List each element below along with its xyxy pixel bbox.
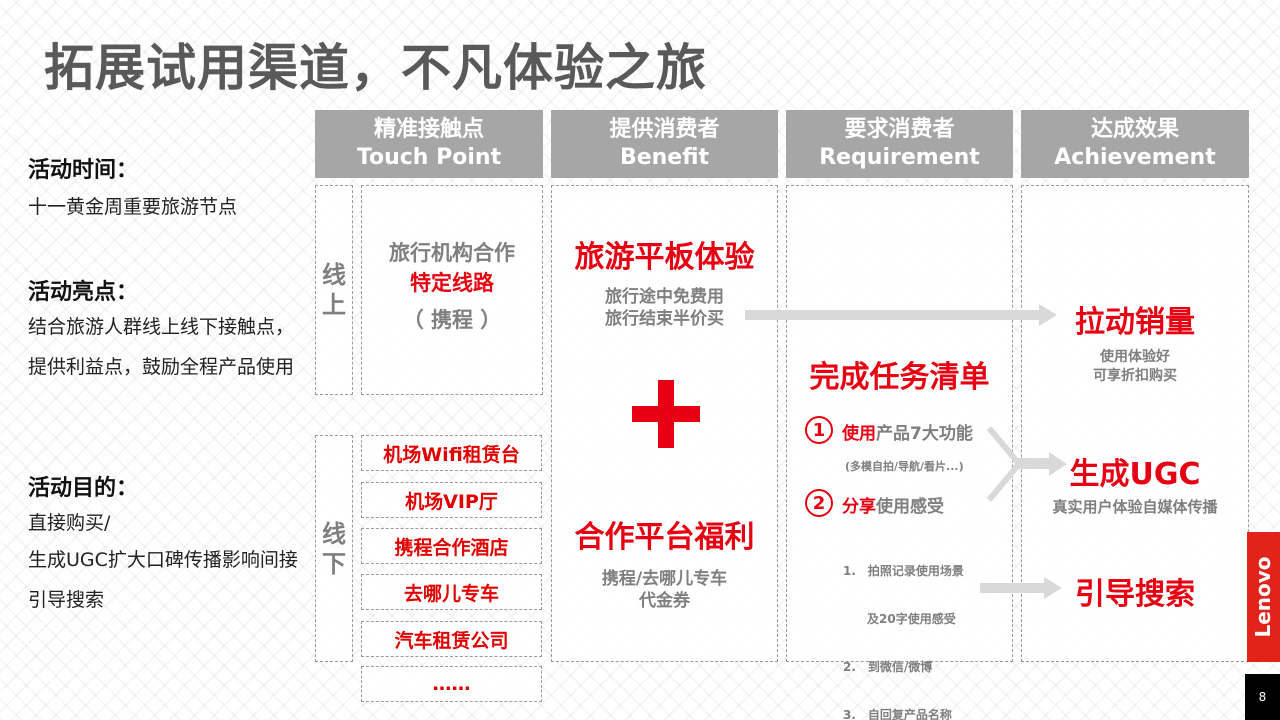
header-benefit-en: Benefit bbox=[619, 145, 710, 170]
step-2-red: 分享 bbox=[842, 497, 876, 517]
header-touch-point-en: Touch Point bbox=[356, 145, 502, 170]
achievement-sales-line2: 可享折扣购买 bbox=[1093, 368, 1177, 384]
achievement-ugc-line1: 真实用户体验自媒体传播 bbox=[1052, 498, 1218, 516]
plus-icon bbox=[658, 380, 674, 448]
step-1-text: 使用产品7大功能 bbox=[842, 419, 973, 444]
online-label: 线上 bbox=[322, 261, 346, 319]
activity-time-text: 十一黄金周重要旅游节点 bbox=[28, 196, 238, 218]
header-achievement-en: Achievement bbox=[1054, 145, 1216, 170]
header-achievement: 达成效果 Achievement bbox=[1021, 110, 1249, 178]
header-touch-point-cn: 精准接触点 bbox=[373, 117, 484, 142]
achievement-sales-line1: 使用体验好 bbox=[1100, 349, 1170, 365]
step-2-detail-list: 1. 拍照记录使用场景 及20字使用感受 2. 到微信/微博 3. 自回复产品名… bbox=[843, 531, 964, 720]
activity-highlight-heading: 活动亮点： bbox=[28, 280, 139, 305]
achievement-sales-title: 拉动销量 bbox=[1075, 305, 1195, 340]
step-2-text: 分享使用感受 bbox=[842, 492, 944, 517]
header-benefit: 提供消费者 Benefit bbox=[551, 110, 778, 178]
header-requirement-cn: 要求消费者 bbox=[844, 117, 955, 142]
header-requirement: 要求消费者 Requirement bbox=[786, 110, 1013, 178]
step-2-number: 2 bbox=[805, 489, 833, 517]
activity-goal-heading: 活动目的： bbox=[28, 476, 139, 501]
benefit-tablet-line1: 旅行途中免费用 bbox=[605, 287, 724, 307]
header-achievement-cn: 达成效果 bbox=[1090, 117, 1179, 142]
offline-item-more: …… bbox=[361, 666, 542, 702]
step-1-red: 使用 bbox=[842, 424, 876, 444]
step-2-detail-item: 及20字使用感受 bbox=[843, 612, 956, 626]
benefit-platform-line2: 代金券 bbox=[639, 591, 690, 611]
arrow-to-search bbox=[980, 577, 1062, 599]
requirement-title: 完成任务清单 bbox=[809, 360, 990, 395]
online-ctrip-text: （ 携程 ） bbox=[402, 308, 502, 332]
step-1-detail: (多模自拍/导航/看片...) bbox=[845, 460, 964, 473]
step-1-gray: 产品7大功能 bbox=[876, 424, 973, 444]
achievement-ugc-title: 生成UGC bbox=[1069, 457, 1201, 492]
benefit-tablet-title: 旅游平板体验 bbox=[574, 240, 755, 275]
online-partner-text: 旅行机构合作 bbox=[389, 241, 515, 265]
merge-arrow-to-ugc bbox=[986, 426, 1067, 502]
lenovo-logo bbox=[1247, 532, 1280, 662]
header-requirement-en: Requirement bbox=[819, 145, 980, 170]
step-2-detail-item: 1. 拍照记录使用场景 bbox=[843, 564, 964, 578]
activity-highlight-text: 结合旅游人群线上线下接触点，提供利益点，鼓励全程产品使用 bbox=[28, 316, 295, 378]
offline-label: 线下 bbox=[322, 519, 346, 578]
benefit-platform-line1: 携程/去哪儿专车 bbox=[601, 569, 728, 589]
step-1-number: 1 bbox=[805, 416, 833, 444]
header-touch-point: 精准接触点 Touch Point bbox=[315, 110, 543, 178]
offline-label-box: 线下 bbox=[315, 435, 353, 662]
offline-item: 携程合作酒店 bbox=[361, 528, 542, 564]
step-2-detail-item: 3. 自回复产品名称 bbox=[843, 708, 952, 720]
step-2-detail-item: 2. 到微信/微博 bbox=[843, 660, 933, 674]
header-benefit-cn: 提供消费者 bbox=[609, 117, 720, 142]
activity-time-heading: 活动时间： bbox=[28, 158, 139, 183]
activity-goal-line1: 直接购买/ bbox=[28, 512, 111, 534]
online-route-text: 特定线路 bbox=[410, 271, 494, 295]
offline-item: 汽车租赁公司 bbox=[361, 621, 542, 657]
offline-item: 机场Wifi租赁台 bbox=[361, 435, 542, 471]
offline-item: 去哪儿专车 bbox=[361, 574, 542, 610]
online-label-box: 线上 bbox=[315, 185, 353, 395]
activity-goal-line2: 生成UGC扩大口碑传播影响间接引导搜索 bbox=[28, 549, 298, 611]
arrow-benefit-to-sales bbox=[745, 304, 1057, 326]
offline-item: 机场VIP厅 bbox=[361, 482, 542, 518]
page-number: 8 bbox=[1245, 674, 1280, 720]
page-title: 拓展试用渠道，不凡体验之旅 bbox=[44, 39, 707, 97]
benefit-platform-title: 合作平台福利 bbox=[574, 520, 755, 555]
step-2-gray: 使用感受 bbox=[876, 497, 944, 517]
lenovo-logo-text: Lenovo bbox=[1251, 556, 1275, 638]
achievement-search-title: 引导搜索 bbox=[1075, 577, 1195, 612]
benefit-tablet-line2: 旅行结束半价买 bbox=[605, 309, 724, 329]
online-touchpoint-box: 旅行机构合作 特定线路 （ 携程 ） bbox=[361, 185, 543, 395]
